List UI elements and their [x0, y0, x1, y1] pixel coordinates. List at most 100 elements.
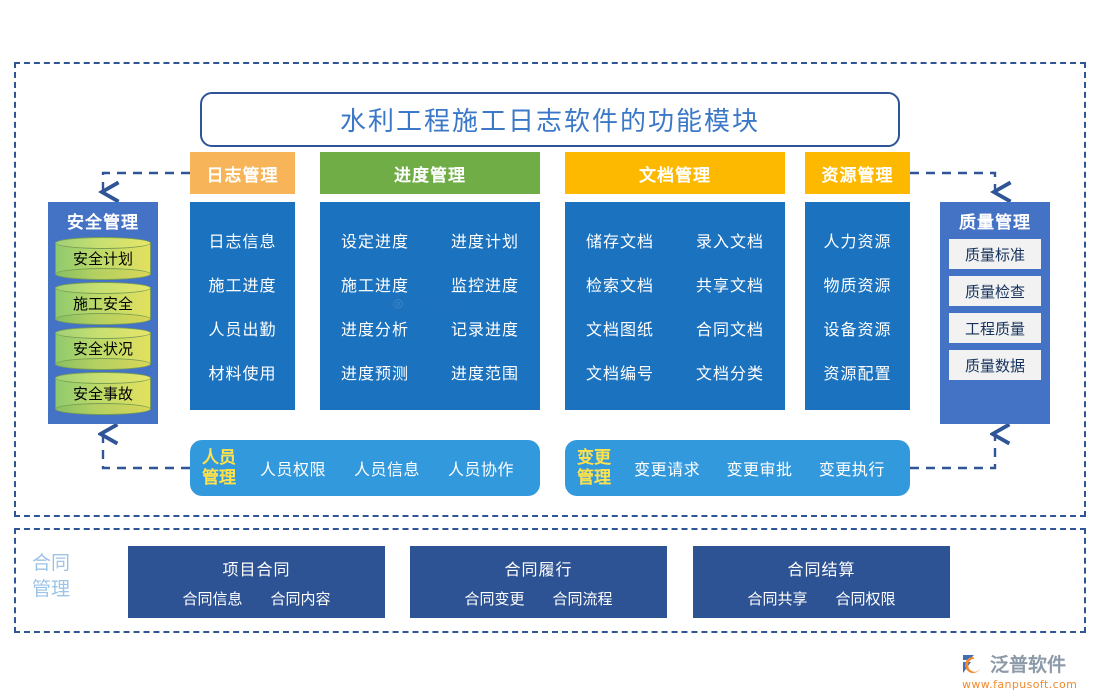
panel-row: 材料使用 [190, 350, 295, 394]
panel-row: 资源配置 [805, 350, 910, 394]
quality-chip[interactable]: 质量检查 [949, 276, 1041, 306]
panel-progress-management: 设定进度 进度计划 施工进度 监控进度 进度分析 记录进度 进度预测 进度范围 [320, 202, 540, 410]
contract-item[interactable]: 合同内容 [270, 589, 331, 608]
panel-row: 文档编号 文档分类 [565, 350, 785, 394]
panel-item[interactable]: 设备资源 [823, 320, 892, 339]
contract-item[interactable]: 合同权限 [835, 589, 896, 608]
panel-document-management: 储存文档 录入文档 检索文档 共享文档 文档图纸 合同文档 文档编号 文档分类 [565, 202, 785, 410]
panel-item[interactable]: 人员出勤 [208, 320, 277, 339]
panel-row: 日志信息 [190, 218, 295, 262]
change-item[interactable]: 变更请求 [634, 460, 701, 479]
panel-row: 检索文档 共享文档 [565, 262, 785, 306]
panel-row: 施工进度 监控进度 [320, 262, 540, 306]
panel-item[interactable]: 文档编号 [585, 364, 654, 383]
panel-item[interactable]: 储存文档 [585, 232, 654, 251]
panel-item[interactable]: 检索文档 [585, 276, 654, 295]
personnel-item[interactable]: 人员权限 [259, 460, 326, 479]
panel-item[interactable]: 资源配置 [823, 364, 892, 383]
watermark-text: 泛普软件 [413, 294, 474, 313]
panel-item[interactable]: 进度范围 [450, 364, 519, 383]
contract-item[interactable]: 合同变更 [464, 589, 525, 608]
panel-row: 物质资源 [805, 262, 910, 306]
quality-chip[interactable]: 质量数据 [949, 350, 1041, 380]
personnel-title: 人员 管理 [202, 448, 236, 488]
box-personnel-management: 人员 管理 人员权限 人员信息 人员协作 [190, 440, 540, 496]
panel-quality-management: 质量管理 质量标准 质量检查 工程质量 质量数据 [940, 202, 1050, 424]
panel-item[interactable]: 监控进度 [450, 276, 519, 295]
change-item[interactable]: 变更审批 [726, 460, 793, 479]
personnel-item[interactable]: 人员信息 [353, 460, 420, 479]
personnel-item[interactable]: 人员协作 [447, 460, 514, 479]
quality-chip[interactable]: 质量标准 [949, 239, 1041, 269]
tab-resource-management[interactable]: 资源管理 [805, 152, 910, 194]
panel-item[interactable]: 共享文档 [695, 276, 764, 295]
panel-item[interactable]: 记录进度 [450, 320, 519, 339]
panel-item[interactable]: 进度分析 [340, 320, 409, 339]
cylinder-label: 安全计划 [72, 249, 133, 268]
cylinder-bottom [55, 358, 151, 370]
panel-row: 施工进度 [190, 262, 295, 306]
tab-progress-management[interactable]: 进度管理 [320, 152, 540, 194]
quality-chip-list: 质量标准 质量检查 工程质量 质量数据 [946, 239, 1044, 380]
quality-chip[interactable]: 工程质量 [949, 313, 1041, 343]
panel-item[interactable]: 人力资源 [823, 232, 892, 251]
cylinder-item[interactable]: 施工安全 [55, 282, 151, 325]
tab-document-management[interactable]: 文档管理 [565, 152, 785, 194]
cylinder-label: 施工安全 [72, 294, 133, 313]
brand-url: www.fanpusoft.com [962, 678, 1078, 691]
contract-item[interactable]: 合同流程 [552, 589, 613, 608]
contract-item[interactable]: 合同共享 [747, 589, 808, 608]
cylinder-item[interactable]: 安全状况 [55, 327, 151, 370]
panel-item[interactable]: 施工进度 [340, 276, 409, 295]
brand-logo-row: 泛普软件 [960, 650, 1092, 677]
panel-row: 储存文档 录入文档 [565, 218, 785, 262]
diagram-title-box: 水利工程施工日志软件的功能模块 [200, 92, 900, 147]
main-section-frame [14, 62, 1086, 517]
panel-log-management: 日志信息 施工进度 人员出勤 材料使用 [190, 202, 295, 410]
panel-row: 设定进度 进度计划 [320, 218, 540, 262]
watermark: ◎ 泛普软件 [388, 290, 548, 316]
quality-panel-title: 质量管理 [959, 213, 1031, 233]
cylinder-label: 安全状况 [72, 339, 133, 358]
change-item[interactable]: 变更执行 [818, 460, 885, 479]
panel-row: 进度分析 记录进度 [320, 306, 540, 350]
watermark-logo-icon: ◎ [388, 293, 408, 313]
panel-item[interactable]: 施工进度 [208, 276, 277, 295]
contract-item-list: 合同变更 合同流程 [464, 588, 612, 609]
cylinder-top [55, 237, 151, 249]
cylinder-top [55, 327, 151, 339]
contract-item-list: 合同信息 合同内容 [182, 588, 330, 609]
box-change-management: 变更 管理 变更请求 变更审批 变更执行 [565, 440, 910, 496]
contract-group-project: 项目合同 合同信息 合同内容 [128, 546, 385, 618]
cylinder-item[interactable]: 安全事故 [55, 372, 151, 415]
contract-group-title: 合同履行 [504, 559, 573, 579]
panel-item[interactable]: 进度预测 [340, 364, 409, 383]
panel-item[interactable]: 设定进度 [340, 232, 409, 251]
panel-item[interactable]: 日志信息 [208, 232, 277, 251]
tab-log-management[interactable]: 日志管理 [190, 152, 295, 194]
contract-item[interactable]: 合同信息 [182, 589, 243, 608]
change-item-list: 变更请求 变更审批 变更执行 [621, 456, 898, 480]
fanpu-logo-icon [960, 651, 986, 677]
safety-cylinder-list: 安全计划 施工安全 安全状况 安全事故 [54, 237, 152, 415]
personnel-item-list: 人员权限 人员信息 人员协作 [246, 456, 528, 480]
panel-item[interactable]: 合同文档 [695, 320, 764, 339]
brand-logo: 泛普软件 www.fanpusoft.com [960, 650, 1092, 694]
panel-item[interactable]: 录入文档 [695, 232, 764, 251]
panel-item[interactable]: 物质资源 [823, 276, 892, 295]
panel-row: 设备资源 [805, 306, 910, 350]
cylinder-bottom [55, 403, 151, 415]
panel-item[interactable]: 材料使用 [208, 364, 277, 383]
panel-item[interactable]: 文档图纸 [585, 320, 654, 339]
cylinder-bottom [55, 268, 151, 280]
contract-section-frame [14, 528, 1086, 633]
cylinder-item[interactable]: 安全计划 [55, 237, 151, 280]
panel-row: 文档图纸 合同文档 [565, 306, 785, 350]
contract-group-performance: 合同履行 合同变更 合同流程 [410, 546, 667, 618]
panel-item[interactable]: 文档分类 [695, 364, 764, 383]
change-title: 变更 管理 [577, 448, 611, 488]
panel-safety-management: 安全管理 安全计划 施工安全 安全状况 [48, 202, 158, 424]
cylinder-top [55, 372, 151, 384]
panel-item[interactable]: 进度计划 [450, 232, 519, 251]
